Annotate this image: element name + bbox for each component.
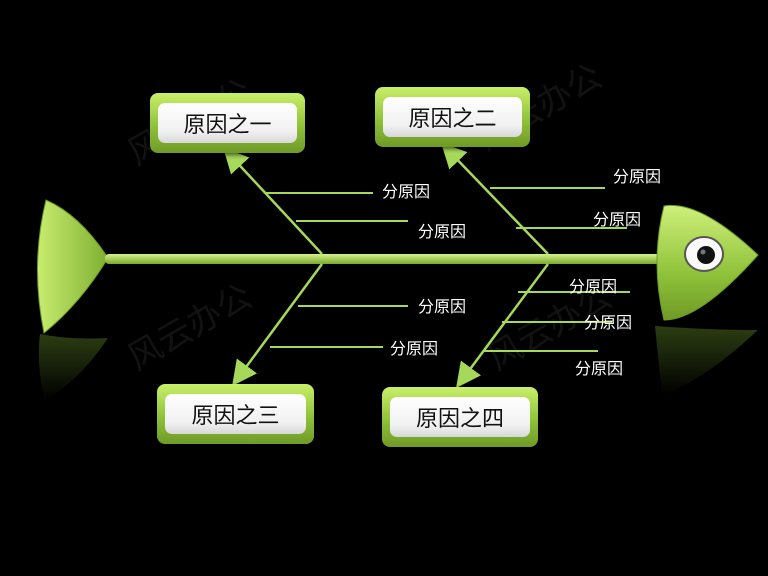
sub-cause-label: 分原因 xyxy=(613,168,661,186)
sub-cause-label: 分原因 xyxy=(569,278,617,296)
cause-box-4: 原因之四 xyxy=(382,387,538,447)
sub-cause-label: 分原因 xyxy=(418,298,466,316)
fish-tail xyxy=(37,200,108,333)
head-reflection xyxy=(655,326,758,395)
sub-cause-label: 分原因 xyxy=(390,340,438,358)
sub-cause-label: 分原因 xyxy=(418,223,466,241)
cause-box-3: 原因之三 xyxy=(157,384,314,444)
cause-label-2: 原因之二 xyxy=(383,97,522,137)
cause-label-3: 原因之三 xyxy=(165,394,306,434)
bone-lower-left xyxy=(238,264,322,378)
cause-label-4: 原因之四 xyxy=(390,397,530,437)
sub-cause-label: 分原因 xyxy=(584,314,632,332)
fish-spine xyxy=(105,254,660,264)
eye-icon xyxy=(685,237,723,271)
cause-box-2: 原因之二 xyxy=(375,87,530,147)
cause-box-1: 原因之一 xyxy=(150,93,305,153)
sub-cause-label: 分原因 xyxy=(382,183,430,201)
sub-cause-label: 分原因 xyxy=(593,211,641,229)
bone-upper-left xyxy=(230,155,322,254)
sub-cause-label: 分原因 xyxy=(575,360,623,378)
cause-label-1: 原因之一 xyxy=(158,103,297,143)
tail-reflection xyxy=(39,334,108,400)
